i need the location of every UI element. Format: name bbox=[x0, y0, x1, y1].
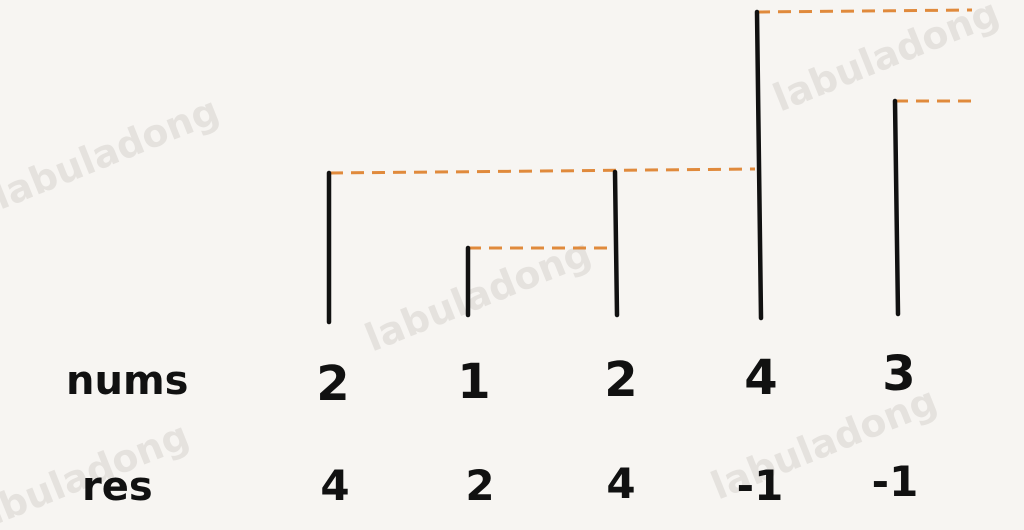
nums-value: 1 bbox=[457, 354, 490, 410]
nums-value: 4 bbox=[744, 350, 777, 406]
nums-row: 2 1 2 4 3 bbox=[316, 346, 915, 412]
res-value: -1 bbox=[737, 461, 784, 510]
res-value: -1 bbox=[872, 457, 919, 506]
dash-layer bbox=[329, 8, 973, 250]
nums-row-label: nums bbox=[66, 358, 188, 404]
nums-value: 3 bbox=[882, 346, 915, 402]
nums-value: 2 bbox=[604, 352, 637, 408]
bar-layer bbox=[326, 9, 901, 325]
res-row: 4 2 4 -1 -1 bbox=[320, 457, 918, 510]
watermark-text: labuladong bbox=[359, 230, 597, 360]
res-value: 4 bbox=[606, 459, 635, 508]
res-row-label: res bbox=[82, 464, 153, 510]
bar-3 bbox=[754, 9, 764, 321]
bar-2 bbox=[612, 169, 620, 318]
watermark-text: labuladong bbox=[0, 88, 225, 218]
next-greater-dash-3 bbox=[756, 8, 973, 14]
next-greater-dash-0 bbox=[329, 167, 756, 175]
res-value: 4 bbox=[320, 461, 349, 510]
bar-4 bbox=[892, 98, 901, 317]
res-value: 2 bbox=[465, 461, 494, 510]
nums-value: 2 bbox=[316, 356, 349, 412]
